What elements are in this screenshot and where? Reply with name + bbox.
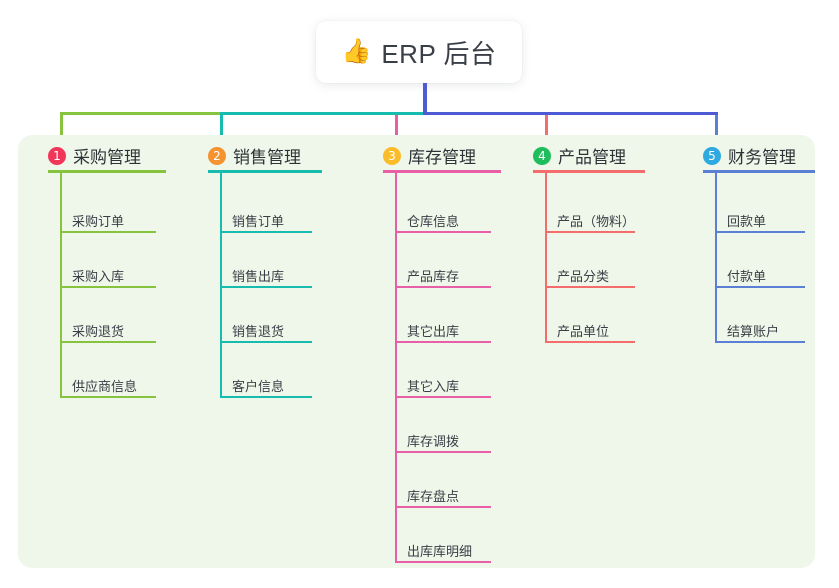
branch-spine-1 [60, 173, 62, 398]
leaf-label[interactable]: 产品单位 [557, 324, 610, 339]
leaf-label[interactable]: 付款单 [727, 269, 767, 284]
leaf-label[interactable]: 产品分类 [557, 269, 610, 284]
branch-underline-3 [383, 170, 501, 173]
leaf-underline [395, 231, 491, 233]
thumbs-up-icon: 👍 [341, 38, 372, 65]
leaf-label[interactable]: 库存调拨 [407, 434, 460, 449]
hbar-segment-3 [423, 112, 718, 115]
branch-drop-2 [220, 112, 223, 157]
branch-number-badge-5: 5 [703, 146, 721, 165]
leaf-label[interactable]: 结算账户 [727, 324, 780, 339]
leaf-label[interactable]: 出库库明细 [407, 544, 473, 559]
branch-header-1[interactable]: 1 采购管理 [48, 143, 141, 168]
leaf-underline [220, 231, 312, 233]
root-node-erp-backend[interactable]: 👍 ERP 后台 [316, 21, 522, 83]
leaf-label[interactable]: 采购订单 [72, 214, 125, 229]
leaf-label[interactable]: 采购入库 [72, 269, 125, 284]
branch-spine-2 [220, 173, 222, 398]
leaf-label[interactable]: 产品库存 [407, 269, 460, 284]
leaf-underline [545, 231, 635, 233]
leaf-underline [395, 341, 491, 343]
branch-number-badge-2: 2 [208, 146, 226, 165]
leaf-underline [715, 341, 805, 343]
branch-number-badge-1: 1 [48, 146, 66, 165]
branch-drop-4 [545, 112, 548, 157]
branch-drop-5 [715, 112, 718, 157]
leaf-label[interactable]: 销售出库 [232, 269, 285, 284]
leaf-underline [220, 396, 312, 398]
branch-spine-4 [545, 173, 547, 343]
branch-underline-5 [703, 170, 815, 173]
leaf-underline [545, 341, 635, 343]
branch-drop-3 [395, 112, 398, 157]
branch-header-3[interactable]: 3 库存管理 [383, 143, 476, 168]
leaf-underline [60, 286, 156, 288]
branch-spine-5 [715, 173, 717, 343]
branch-number-badge-4: 4 [533, 146, 551, 165]
branch-header-2[interactable]: 2 销售管理 [208, 143, 301, 168]
branch-header-4[interactable]: 4 产品管理 [533, 143, 626, 168]
hbar-segment-2 [220, 112, 425, 115]
leaf-label[interactable]: 销售退货 [232, 324, 285, 339]
leaf-underline [60, 231, 156, 233]
leaf-underline [60, 341, 156, 343]
leaf-underline [220, 286, 312, 288]
branch-underline-1 [48, 170, 166, 173]
leaf-label[interactable]: 其它出库 [407, 324, 460, 339]
leaf-underline [545, 286, 635, 288]
leaf-label[interactable]: 采购退货 [72, 324, 125, 339]
leaf-label[interactable]: 库存盘点 [407, 489, 460, 504]
leaf-label[interactable]: 产品（物料） [557, 214, 636, 229]
leaf-underline [60, 396, 156, 398]
leaf-label[interactable]: 销售订单 [232, 214, 285, 229]
leaf-underline [220, 341, 312, 343]
branch-drop-1 [60, 112, 63, 157]
leaf-underline [395, 451, 491, 453]
branch-underline-2 [208, 170, 322, 173]
leaf-underline [395, 286, 491, 288]
branch-number-badge-3: 3 [383, 146, 401, 165]
leaf-label[interactable]: 回款单 [727, 214, 767, 229]
branch-title-4: 产品管理 [558, 148, 626, 167]
leaf-underline [395, 561, 491, 563]
leaf-underline [715, 231, 805, 233]
leaf-underline [395, 506, 491, 508]
leaf-label[interactable]: 客户信息 [232, 379, 285, 394]
leaf-label[interactable]: 其它入库 [407, 379, 460, 394]
root-node-label: ERP 后台 [381, 38, 497, 69]
branch-underline-4 [533, 170, 645, 173]
hbar-segment-1 [60, 112, 223, 115]
branches-panel: 1 采购管理采购订单采购入库采购退货供应商信息 2 销售管理销售订单销售出库销售退货客… [18, 135, 815, 568]
leaf-label[interactable]: 仓库信息 [407, 214, 460, 229]
branch-spine-3 [395, 173, 397, 563]
branch-title-5: 财务管理 [728, 148, 796, 167]
branch-title-3: 库存管理 [408, 148, 476, 167]
branch-title-1: 采购管理 [73, 148, 141, 167]
leaf-underline [715, 286, 805, 288]
leaf-underline [395, 396, 491, 398]
trunk-line [423, 83, 427, 115]
leaf-label[interactable]: 供应商信息 [72, 379, 138, 394]
branch-header-5[interactable]: 5 财务管理 [703, 143, 796, 168]
branch-title-2: 销售管理 [233, 148, 301, 167]
